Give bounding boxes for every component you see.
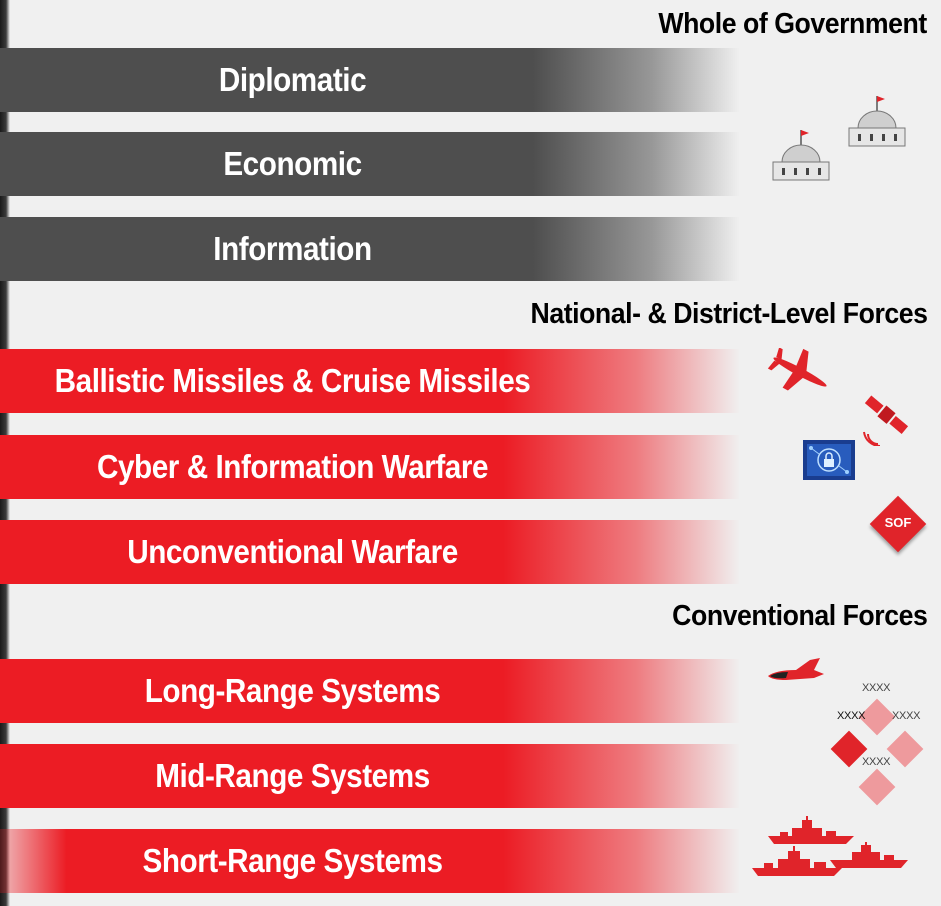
bar-label: Information	[213, 230, 372, 267]
bar-diplomatic: Diplomatic	[0, 48, 740, 112]
unit-diamond-icon	[886, 730, 924, 768]
fighter-jet-icon	[768, 658, 824, 680]
satellite-icon	[863, 395, 909, 446]
bar-cyber-information-warfare: Cyber & Information Warfare	[0, 435, 740, 499]
heading-whole-of-government: Whole of Government	[658, 8, 928, 40]
government-building-icon	[772, 130, 830, 181]
cyber-security-icon	[803, 440, 855, 480]
bar-label: Economic	[223, 145, 362, 182]
warship-icon	[830, 842, 908, 868]
bar-label: Mid-Range Systems	[155, 757, 430, 794]
echelon-label: XXXX	[837, 710, 866, 722]
sof-diamond-icon: SOF	[869, 495, 927, 553]
government-building-icon	[848, 96, 906, 147]
bar-label: Ballistic Missiles & Cruise Missiles	[54, 362, 531, 399]
sof-label: SOF	[884, 515, 912, 530]
bar-unconventional-warfare: Unconventional Warfare	[0, 520, 740, 584]
bomber-aircraft-icon	[767, 348, 827, 391]
heading-conventional-forces: Conventional Forces	[671, 600, 928, 632]
warship-icon	[752, 846, 842, 876]
bar-label: Unconventional Warfare	[127, 533, 458, 570]
echelon-label: XXXX	[892, 710, 921, 722]
bar-economic: Economic	[0, 132, 740, 196]
bar-short-range-systems: Short-Range Systems	[0, 829, 740, 893]
bar-mid-range-systems: Mid-Range Systems	[0, 744, 740, 808]
bar-label: Cyber & Information Warfare	[96, 448, 489, 485]
unit-diamond-icon	[858, 768, 896, 806]
echelon-label: XXXX	[862, 756, 891, 768]
warship-icon	[768, 816, 854, 844]
bar-long-range-systems: Long-Range Systems	[0, 659, 740, 723]
echelon-label: XXXX	[862, 682, 891, 694]
bar-label: Short-Range Systems	[142, 842, 443, 879]
heading-national-district-forces: National- & District-Level Forces	[530, 298, 927, 330]
bar-label: Diplomatic	[218, 61, 367, 98]
bar-information: Information	[0, 217, 740, 281]
bar-ballistic-cruise-missiles: Ballistic Missiles & Cruise Missiles	[0, 349, 740, 413]
bar-label: Long-Range Systems	[144, 672, 441, 709]
